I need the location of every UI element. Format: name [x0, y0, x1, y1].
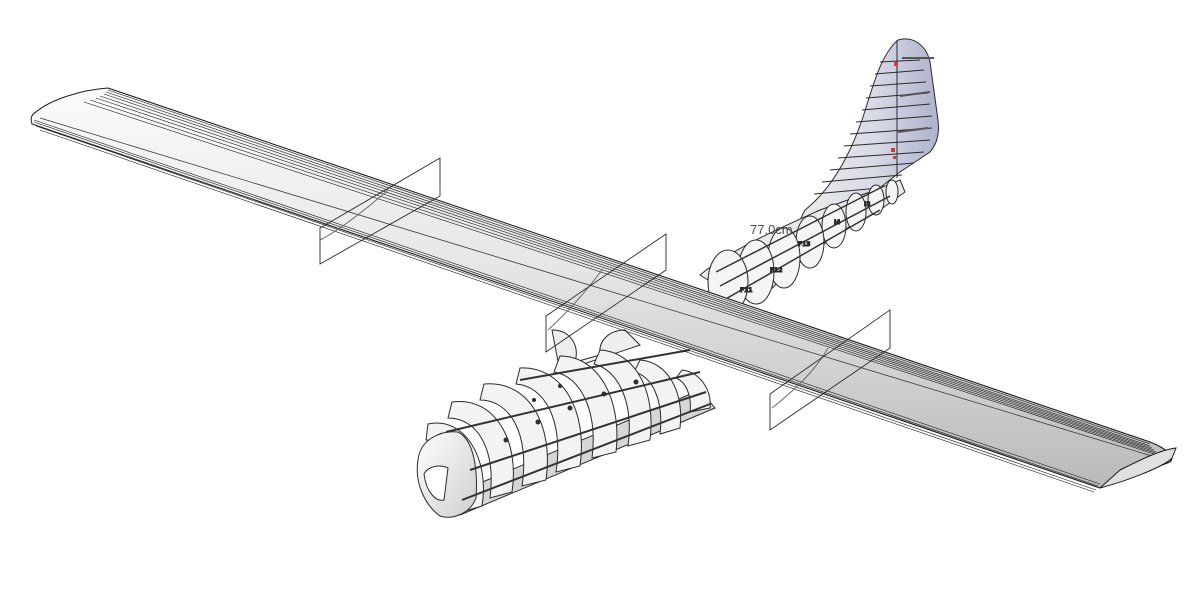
- former-tag-i3: I3: [864, 201, 870, 208]
- fuselage: [416, 329, 716, 518]
- dimension-label: 77.0cm: [750, 222, 793, 237]
- leading-edge-hatching: [83, 87, 1161, 457]
- wing-joint-1: [319, 189, 389, 241]
- wing-tip: [1099, 447, 1177, 489]
- former-tag-f13: F13: [798, 241, 810, 248]
- fuselage-former-4: [479, 383, 548, 487]
- wing-upper-surface: [30, 87, 1173, 489]
- wing-chord-line: [39, 117, 1166, 461]
- wing-joint-2: [547, 269, 603, 331]
- former-tag-i4: I4: [834, 219, 840, 226]
- plane-station-2: [545, 233, 667, 353]
- tail-former-3: [845, 192, 867, 232]
- wing-joint-3: [771, 347, 829, 409]
- fuselage-former-5: [515, 367, 582, 473]
- plane-station-1: [319, 157, 441, 265]
- nose-cutout: [423, 465, 449, 501]
- tail-former-1: [885, 179, 899, 205]
- fuselage-former-7: [593, 349, 652, 447]
- former-tag-f12: F12: [770, 267, 782, 274]
- fin-spar-dark: [897, 57, 934, 133]
- hinge-markers: [891, 62, 898, 159]
- tail-boom: F13 F12 F11 I4 I3: [699, 179, 906, 315]
- former-bolts: [503, 379, 639, 443]
- tail-stringers: [715, 185, 891, 301]
- former-tag-f11: F11: [740, 287, 752, 294]
- construction-planes: [319, 157, 891, 431]
- fuselage-longerons: [445, 349, 711, 501]
- fuselage-former-3: [447, 400, 514, 499]
- plane-station-3: [769, 309, 891, 431]
- main-wing: [30, 87, 1177, 493]
